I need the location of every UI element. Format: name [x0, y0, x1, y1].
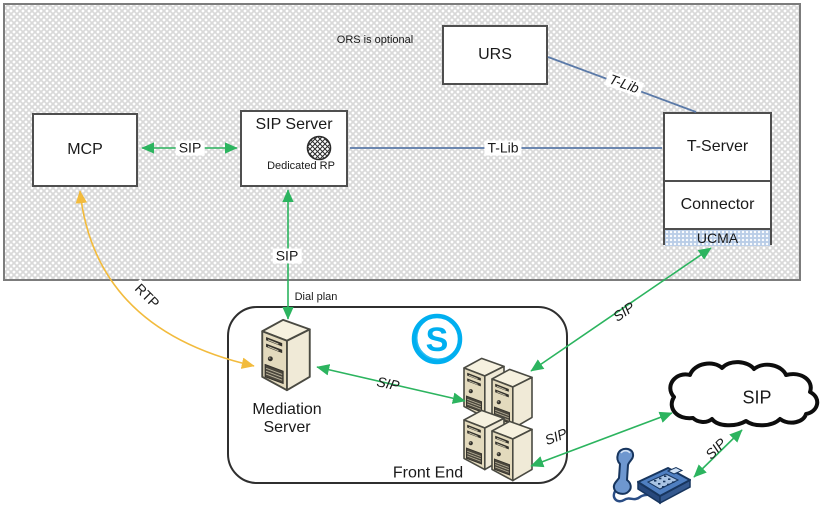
tlib-label-horizontal: T-Lib [484, 140, 522, 156]
t-server-label: T-Server [686, 138, 749, 155]
server-stack-icon [463, 357, 533, 482]
sip-server-node: SIP Server Dedicated RP [240, 110, 348, 187]
urs-label: URS [478, 46, 512, 63]
sip-label-vertical: SIP [272, 248, 302, 264]
sip-label-phone-cloud: SIP [702, 435, 730, 463]
dial-plan-label: Dial plan [294, 291, 338, 303]
mcp-node: MCP [32, 113, 138, 187]
skype-letter: S [426, 321, 449, 359]
dedicated-rp-label: Dedicated RP [267, 160, 335, 172]
rtp-label: RTP [129, 278, 165, 314]
connector-label: Connector [665, 180, 770, 228]
mediation-label-line1: Mediation [252, 401, 322, 418]
skype-logo-icon: S [411, 313, 463, 365]
crosshatch-circle-icon [306, 135, 332, 161]
front-end-label: Front End [392, 464, 464, 482]
sip-cloud-icon [668, 360, 820, 428]
sip-label-mcp: SIP [175, 140, 205, 156]
server-tower-icon [261, 318, 311, 392]
t-server-node: T-Server Connector UCMA [663, 112, 772, 246]
sip-label-ucma-frontend: SIP [609, 298, 638, 325]
ors-note: ORS is optional [336, 34, 414, 46]
mediation-server-label: Mediation Server [252, 401, 321, 437]
ucma-label: UCMA [665, 228, 770, 246]
sip-cloud-label: SIP [742, 387, 772, 408]
sip-server-label: SIP Server [255, 116, 333, 133]
urs-node: URS [442, 25, 548, 85]
desk-phone-icon [612, 447, 691, 505]
mcp-label: MCP [67, 141, 103, 158]
mediation-label-line2: Server [263, 419, 311, 436]
